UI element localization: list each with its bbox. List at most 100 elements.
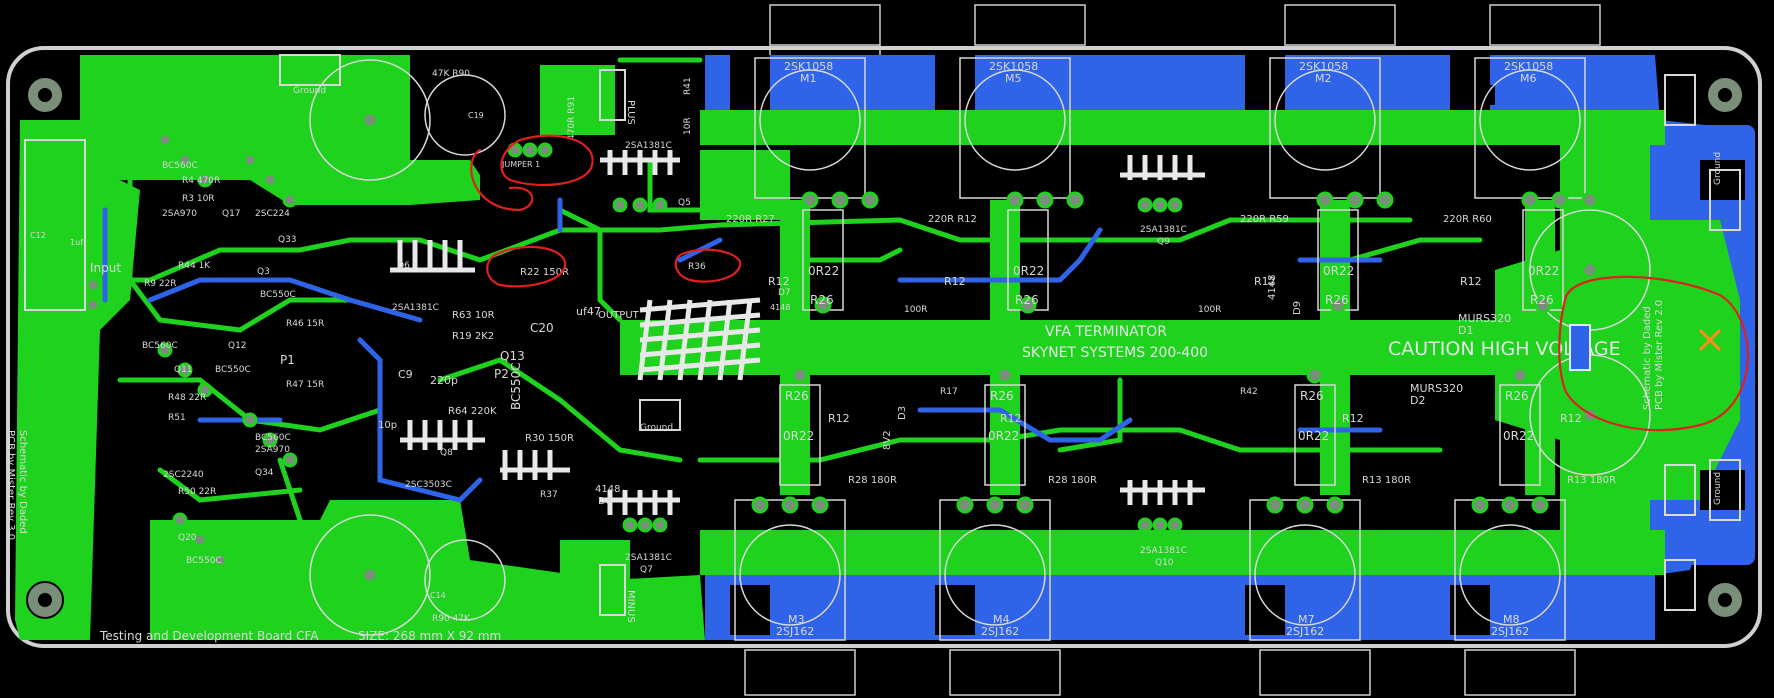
jumper-label: JUMPER 1 xyxy=(501,160,540,169)
misc-r50: R50 22R xyxy=(178,487,216,497)
c12-label: C12 xyxy=(30,231,46,240)
misc-r46: R46 15R xyxy=(286,319,324,329)
tr-1-part: BC560C xyxy=(162,161,198,171)
mosfet-top-1-ref: M1 xyxy=(800,72,817,85)
misc-c20: C20 xyxy=(530,321,554,335)
misc-p2: P2 xyxy=(494,367,509,381)
mosfet-bottom-1-part: 2SJ162 xyxy=(776,625,814,638)
rg-bottom-4: R13 180R xyxy=(1567,475,1616,486)
diode-d3-ref: D3 xyxy=(897,406,908,420)
warning-label: CAUTION HIGH VOLTAGE xyxy=(1388,338,1621,360)
heatsinks xyxy=(390,150,1205,515)
misc-r12-6: R12 xyxy=(1000,412,1022,425)
mounting-holes xyxy=(26,76,1744,619)
mosfet-top-2-part: 2SK1058 xyxy=(989,60,1038,73)
rs-bottom-4-ref: R26 xyxy=(1505,389,1529,403)
tr-3-ref: Q33 xyxy=(278,235,297,245)
driver-q7-ref: Q7 xyxy=(640,565,653,575)
rg-top-2: 220R R12 xyxy=(928,214,977,225)
rs-bottom-2-ref: R26 xyxy=(990,389,1014,403)
credit-left-1: Schematic by Daded xyxy=(17,430,28,534)
misc-r3: R3 10R xyxy=(182,194,215,204)
misc-r12-3: R12 xyxy=(1254,275,1276,288)
plus-label: PLUS xyxy=(625,100,636,125)
misc-uf47: uf47 xyxy=(576,305,601,318)
diode-d2-type: MURS320 xyxy=(1410,382,1463,395)
misc-r17: R17 xyxy=(940,387,958,397)
misc-10p: 10p xyxy=(378,420,397,431)
mosfet-bottom-3-ref: M7 xyxy=(1298,613,1315,626)
tracks-top xyxy=(67,57,1483,563)
ground-label-3: Ground xyxy=(1713,152,1723,185)
rs-top-4-ref: R26 xyxy=(1530,293,1554,307)
driver-q8-ref: Q8 xyxy=(440,448,453,458)
diode-d1-type: MURS320 xyxy=(1458,312,1511,325)
ground-label-1: Ground xyxy=(293,86,326,96)
tr-8-ref: Q34 xyxy=(255,468,274,478)
misc-r12-4: R12 xyxy=(1460,275,1482,288)
mosfet-bottom-3-part: 2SJ162 xyxy=(1286,625,1324,638)
misc-r42: R42 xyxy=(1240,387,1258,397)
heatsink-tabs-bottom xyxy=(744,649,1576,696)
diode-d1-ref: D1 xyxy=(1458,324,1473,337)
rg-bottom-3: R13 180R xyxy=(1362,475,1411,486)
driver-q9-ref: Q9 xyxy=(1157,237,1170,247)
rs-top-2-ref: R26 xyxy=(1015,293,1039,307)
c12-value: 1uf xyxy=(70,238,83,247)
mosfet-bottom-2-ref: M4 xyxy=(993,613,1010,626)
misc-100r-1: 100R xyxy=(904,305,927,315)
tr-6-part: BC550C xyxy=(215,365,251,375)
input-label: Input xyxy=(90,261,121,275)
rg-top-1: 220R R27 xyxy=(726,214,775,225)
tr-9-part: 2SC2240 xyxy=(163,470,204,480)
mosfet-bottom-4-ref: M8 xyxy=(1503,613,1520,626)
rs-top-3-ref: R26 xyxy=(1325,293,1349,307)
tr-4-ref: Q3 xyxy=(257,267,270,277)
misc-r90-top: 47K R90 xyxy=(432,69,470,79)
diode-d8-ref: D8 xyxy=(598,496,612,507)
misc-r9: R9 22R xyxy=(144,279,177,289)
tr-8-part: 2SA970 xyxy=(255,445,290,455)
rg-bottom-2: R28 180R xyxy=(1048,475,1097,486)
rs-bottom-4-value: 0R22 xyxy=(1503,429,1534,443)
misc-r37: R37 xyxy=(540,490,558,500)
mosfet-bottom-2-part: 2SJ162 xyxy=(981,625,1019,638)
misc-r41: R41 xyxy=(683,77,693,95)
driver-q6-ref: Q6 xyxy=(397,261,410,271)
diode-d9-ref: D9 xyxy=(1292,301,1303,315)
mosfet-top-4-ref: M6 xyxy=(1520,72,1537,85)
diode-d8-type: 4148 xyxy=(595,484,620,495)
rs-bottom-1-value: 0R22 xyxy=(783,429,814,443)
misc-r12-7: R12 xyxy=(1342,412,1364,425)
misc-r12-8: R12 xyxy=(1560,412,1582,425)
misc-r90-bottom: R90 47K xyxy=(432,614,471,624)
annotation-jumper xyxy=(500,134,594,187)
rg-top-4: 220R R60 xyxy=(1443,214,1492,225)
rg-bottom-1: R28 180R xyxy=(848,475,897,486)
board-outline xyxy=(6,46,1762,648)
misc-r51: R51 xyxy=(168,413,186,423)
misc-r63: R63 10R xyxy=(452,310,495,321)
misc-c14: C14 xyxy=(430,591,446,600)
size-label: SIZE: 268 mm X 92 mm xyxy=(358,629,501,643)
tr-2-part: 2SA970 xyxy=(162,209,197,219)
board-name: VFA TERMINATOR xyxy=(1045,324,1167,340)
minus-label: MINUS xyxy=(625,590,636,623)
mosfet-top-3-part: 2SK1058 xyxy=(1299,60,1348,73)
annotation-r22 xyxy=(486,245,567,288)
tr-11-part: BC550C xyxy=(509,362,523,410)
driver-q8-part: 2SC3503C xyxy=(405,480,452,490)
misc-r19: R19 2K2 xyxy=(452,331,494,342)
misc-r91: 470R R91 xyxy=(567,96,577,140)
tr-7-part: BC560C xyxy=(255,433,291,443)
driver-q10-part: 2SA1381C xyxy=(1140,546,1187,556)
maker-label: SKYNET SYSTEMS 200-400 xyxy=(1022,345,1208,361)
driver-q7-part: 2SA1381C xyxy=(625,553,672,563)
diode-d9-type: 4148 xyxy=(1267,275,1278,300)
tr-5-part: BC560C xyxy=(142,341,178,351)
rs-top-2-value: 0R22 xyxy=(1013,264,1044,278)
tr-10-ref: Q20 xyxy=(178,533,197,543)
pads xyxy=(85,111,1599,584)
tracks-bottom xyxy=(102,197,1383,503)
misc-10r: 10R xyxy=(683,117,693,135)
